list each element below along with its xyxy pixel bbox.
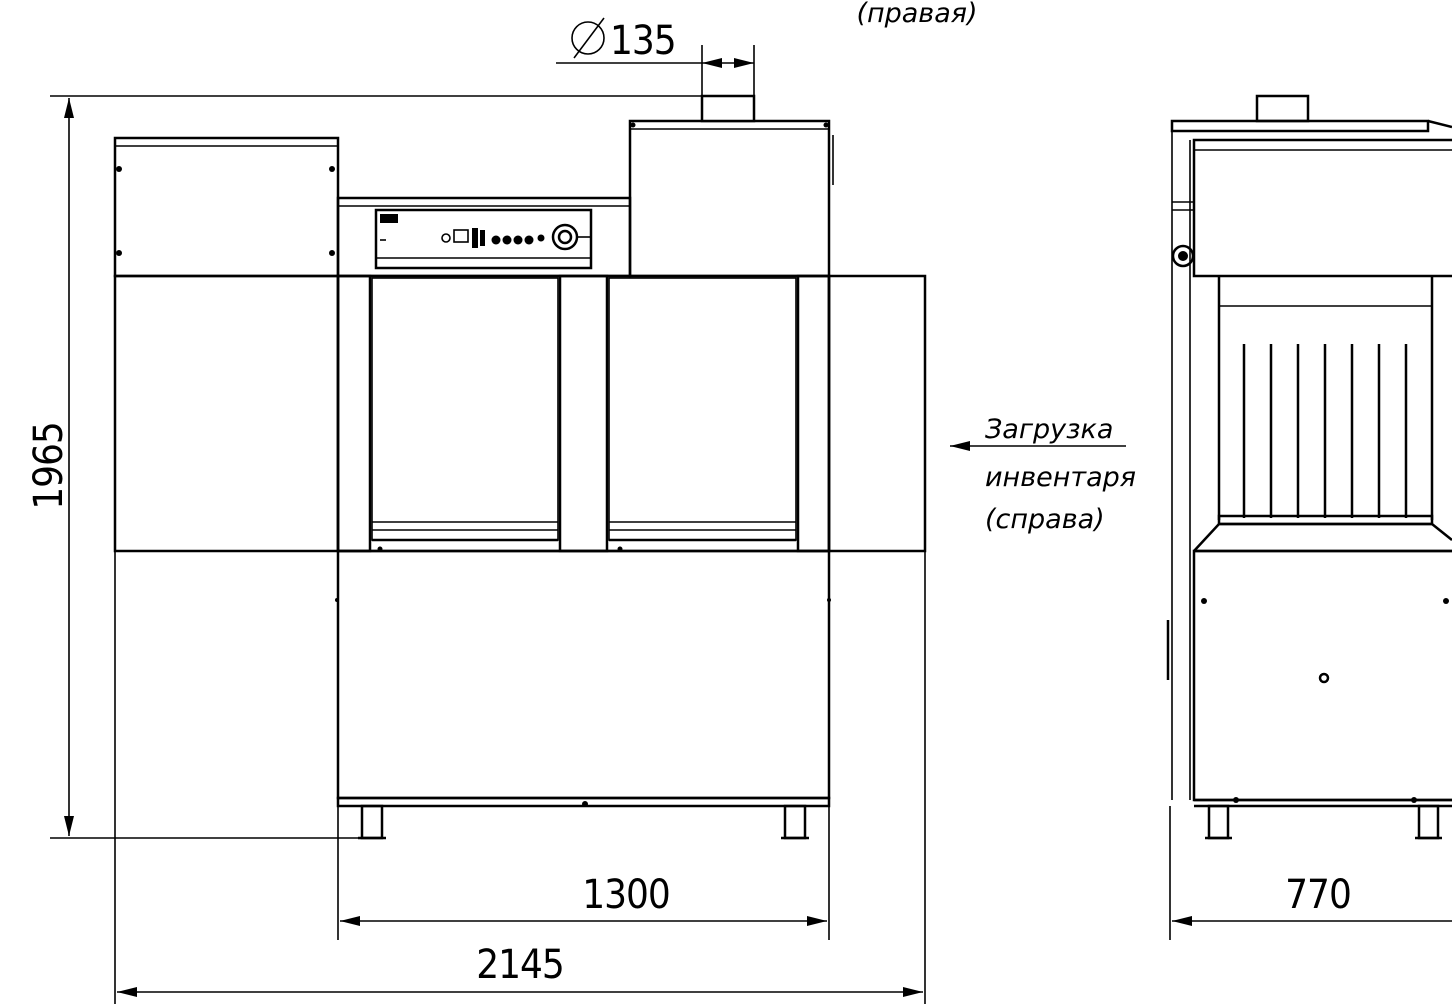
left-top-cabinet: [113, 136, 340, 278]
right-top-cabinet: [628, 119, 831, 278]
wash-chamber: [336, 274, 831, 553]
side-view: [1166, 94, 1452, 840]
side-dimensions: 770: [1169, 806, 1452, 940]
side-foot-left: [1207, 804, 1230, 840]
side-drain-hole: [1318, 672, 1330, 684]
foot-right: [783, 804, 807, 840]
loading-note-line2: инвентаря: [985, 462, 1136, 493]
main-switch-knob: [551, 223, 579, 251]
height-dimension-text: 1965: [26, 422, 72, 510]
left-side-panel: [113, 274, 340, 553]
side-knob: [1171, 244, 1195, 268]
side-upper-housing: [1192, 138, 1452, 278]
side-foot-right: [1417, 804, 1440, 840]
diameter-symbol-circle: [571, 21, 605, 55]
lower-body: [336, 549, 831, 800]
side-exhaust-pipe: [1255, 94, 1310, 123]
right-side-panel: [827, 274, 927, 553]
control-panel: [374, 208, 593, 270]
loading-note-line3: (справа): [985, 504, 1105, 535]
top-fragment-label: (правая): [856, 0, 977, 29]
door-right: [608, 277, 797, 541]
rack-bars: [1242, 344, 1408, 518]
loading-note: Загрузка инвентаря (справа): [950, 414, 1136, 535]
exhaust-pipe: [700, 94, 756, 123]
loading-note-line1: Загрузка: [985, 414, 1113, 445]
front-view: [113, 94, 927, 840]
diameter-dimension-text: 135: [610, 18, 676, 64]
total-width-dimension-text: 2145: [476, 942, 564, 988]
body-width-dimension-text: 1300: [582, 872, 670, 918]
door-left: [371, 277, 559, 541]
front-dimensions: 1965 135 1300 2145 (правая): [26, 0, 978, 1004]
depth-dimension-text: 770: [1285, 872, 1351, 918]
foot-left: [360, 804, 384, 840]
side-lower-cabinet: [1192, 549, 1452, 802]
